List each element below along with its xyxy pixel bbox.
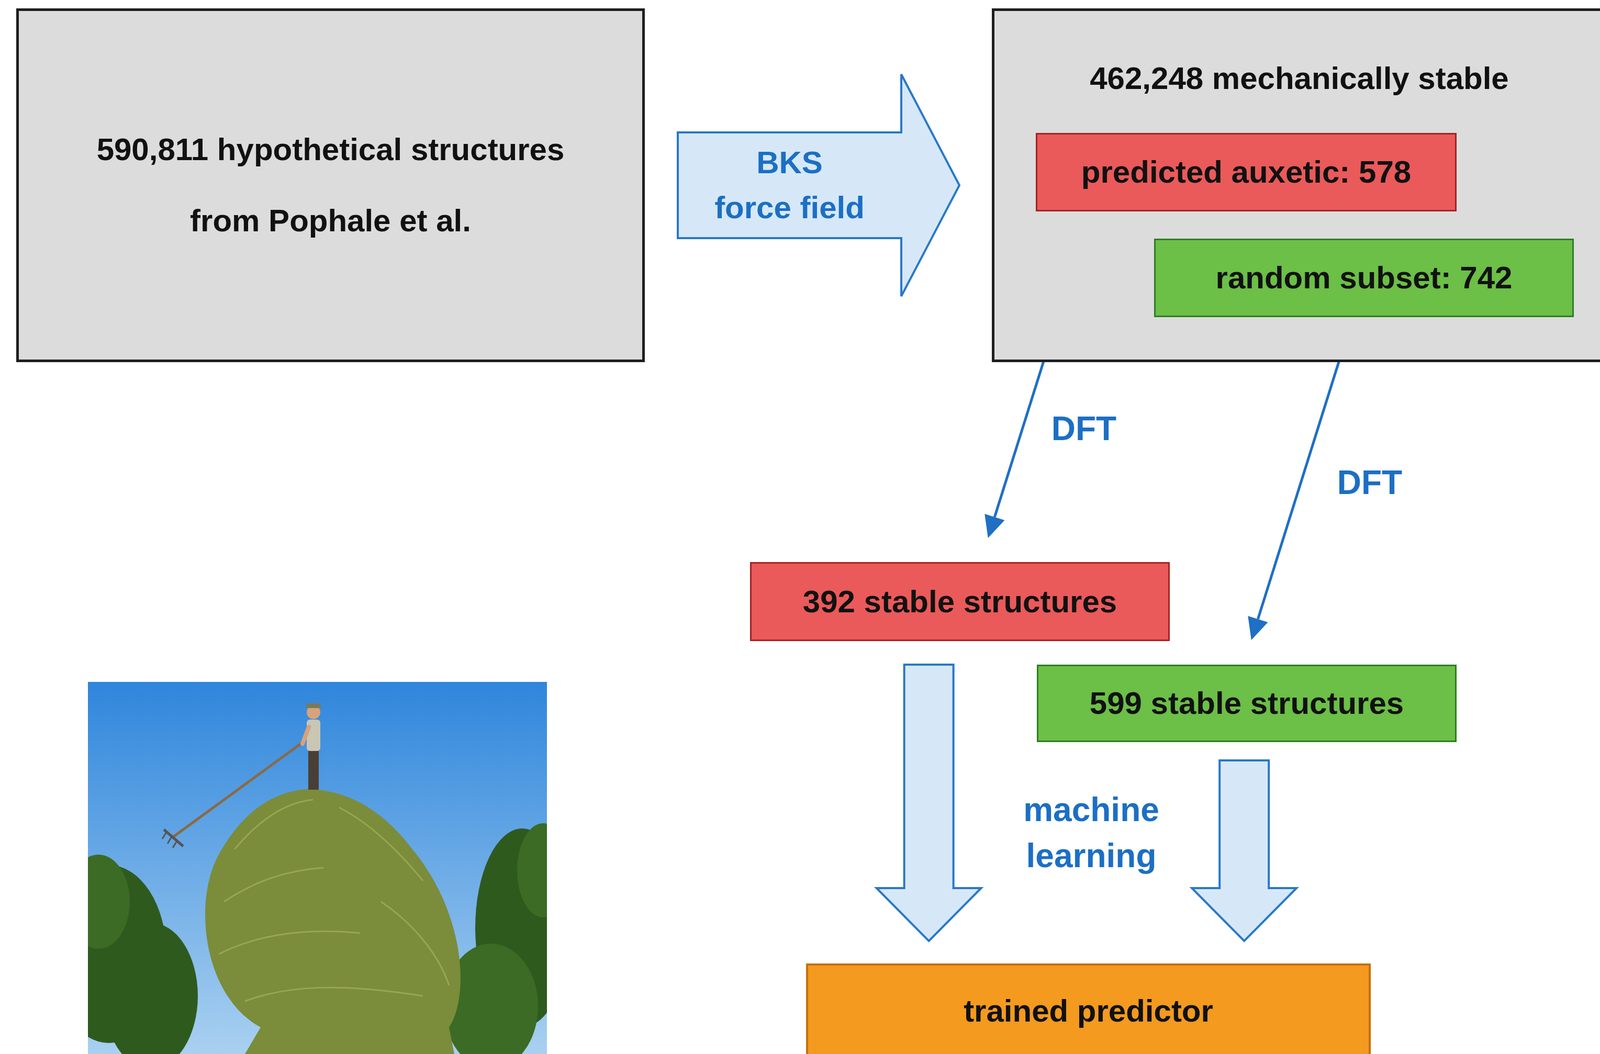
step-label: machine learning bbox=[1012, 786, 1170, 879]
edge-label: DFT bbox=[1334, 462, 1406, 503]
haystack bbox=[205, 789, 461, 1054]
source-box: 590,811 hypothetical structures from Pop… bbox=[16, 8, 645, 363]
block-arrow bbox=[677, 74, 960, 297]
box-label: random subset: 742 bbox=[1215, 259, 1513, 297]
box-label: 590,811 hypothetical structures from Pop… bbox=[79, 114, 583, 257]
result-box: 392 stable structures bbox=[750, 562, 1170, 642]
hay-texture bbox=[218, 799, 450, 1002]
subset-box: random subset: 742 bbox=[1154, 238, 1574, 318]
block-arrow bbox=[1191, 760, 1297, 942]
auxetic-box: predicted auxetic: 578 bbox=[1035, 132, 1457, 212]
box-label: 599 stable structures bbox=[1089, 684, 1404, 723]
haystack-photo bbox=[87, 681, 547, 1054]
edge-label: BKS force field bbox=[713, 140, 865, 231]
box-label: predicted auxetic: 578 bbox=[1081, 153, 1412, 192]
result-box: 599 stable structures bbox=[1036, 664, 1457, 743]
predictor-box: trained predictor bbox=[806, 963, 1371, 1054]
edge-label: DFT bbox=[1048, 408, 1120, 449]
stable-set-box: 462,248 mechanically stable predicted aux… bbox=[991, 8, 1600, 363]
arrowhead bbox=[984, 513, 1005, 539]
arrowhead bbox=[1247, 616, 1268, 641]
block-arrow bbox=[876, 664, 982, 942]
farmer bbox=[162, 703, 321, 848]
box-label: trained predictor bbox=[963, 992, 1214, 1031]
box-heading: 462,248 mechanically stable bbox=[994, 59, 1600, 98]
box-label: 392 stable structures bbox=[802, 583, 1117, 621]
